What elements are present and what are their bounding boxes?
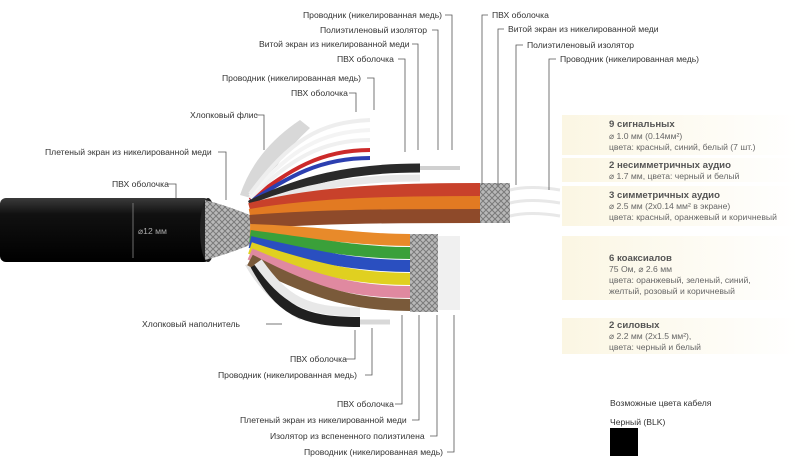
- label-bot-6: Проводник (никелированная медь): [304, 447, 443, 457]
- label-top-1: Полиэтиленовый изолятор: [320, 25, 427, 35]
- label-top-2: Витой экран из никелированной меди: [259, 39, 410, 49]
- panel-line-2-0: ⌀ 2.5 мм (2x0.14 мм² в экране): [609, 201, 730, 211]
- panel-line-3-2: желтый, розовый и коричневый: [609, 286, 735, 296]
- signal-wires: [248, 118, 371, 204]
- diameter-label: ⌀12 мм: [138, 226, 167, 236]
- label-bot-0: Хлопковый наполнитель: [142, 319, 241, 329]
- panel-line-4-0: ⌀ 2.2 мм (2x1.5 мм²),: [609, 331, 691, 341]
- panel-title-0: 9 сигнальных: [609, 119, 675, 130]
- label-top-7: Плетеный экран из никелированной меди: [45, 147, 212, 157]
- label-rt-1: Витой экран из никелированной меди: [508, 24, 659, 34]
- panel-line-0-0: ⌀ 1.0 мм (0.14мм²): [609, 131, 682, 141]
- cable-colors-section: Возможные цвета кабеля Черный (BLK): [610, 398, 712, 456]
- balanced-audio-wires: [248, 183, 561, 229]
- label-bot-1: ПВХ оболочка: [290, 354, 347, 364]
- panel-title-2: 3 симметричных аудио: [609, 190, 720, 201]
- panel-line-0-1: цвета: красный, синий, белый (7 шт.): [609, 142, 756, 152]
- outer-jacket: [0, 198, 216, 262]
- label-bot-2: Проводник (никелированная медь): [218, 370, 357, 380]
- top-labels: Проводник (никелированная медь) Полиэтил…: [45, 10, 453, 200]
- panel-line-4-1: цвета: черный и белый: [609, 342, 701, 352]
- colors-title: Возможные цвета кабеля: [610, 398, 712, 408]
- power-wires: [250, 259, 390, 327]
- panel-bg-2: [562, 186, 798, 226]
- swatch-label: Черный (BLK): [610, 417, 666, 427]
- bottom-labels: Хлопковый наполнитель ПВХ оболочка Прово…: [142, 315, 455, 457]
- label-rt-3: Проводник (никелированная медь): [560, 54, 699, 64]
- label-top-8: ПВХ оболочка: [112, 179, 169, 189]
- label-rt-0: ПВХ оболочка: [492, 10, 549, 20]
- label-top-0: Проводник (никелированная медь): [303, 10, 442, 20]
- panel-line-1-0: ⌀ 1.7 мм, цвета: черный и белый: [609, 171, 740, 181]
- panel-bg-1: [562, 158, 798, 182]
- panel-line-3-1: цвета: оранжевый, зеленый, синий,: [609, 275, 751, 285]
- label-top-3: ПВХ оболочка: [337, 54, 394, 64]
- label-bot-3: ПВХ оболочка: [337, 399, 394, 409]
- label-top-5: ПВХ оболочка: [291, 88, 348, 98]
- color-swatch[interactable]: [610, 428, 638, 456]
- info-panels: 9 сигнальных ⌀ 1.0 мм (0.14мм²) цвета: к…: [562, 115, 798, 354]
- label-top-6: Хлопковый флис: [190, 110, 259, 120]
- panel-title-4: 2 силовых: [609, 320, 660, 331]
- panel-bg-0: [562, 115, 798, 155]
- label-top-4: Проводник (никелированная медь): [222, 73, 361, 83]
- braid-shield: [205, 200, 250, 260]
- panel-bg-4: [562, 318, 798, 354]
- label-bot-4: Плетеный экран из никелированной меди: [240, 415, 407, 425]
- panel-bg-3: [562, 236, 798, 300]
- panel-line-2-1: цвета: красный, оранжевый и коричневый: [609, 212, 777, 222]
- panel-title-3: 6 коаксиалов: [609, 253, 672, 264]
- panel-line-3-0: 75 Ом, ⌀ 2.6 мм: [609, 264, 672, 274]
- right-top-labels: ПВХ оболочка Витой экран из никелированн…: [481, 10, 699, 190]
- label-rt-2: Полиэтиленовый изолятор: [527, 40, 634, 50]
- panel-title-1: 2 несимметричных аудио: [609, 160, 731, 171]
- label-bot-5: Изолятор из вспененного полиэтилена: [270, 431, 425, 441]
- coax-wires: [247, 224, 460, 312]
